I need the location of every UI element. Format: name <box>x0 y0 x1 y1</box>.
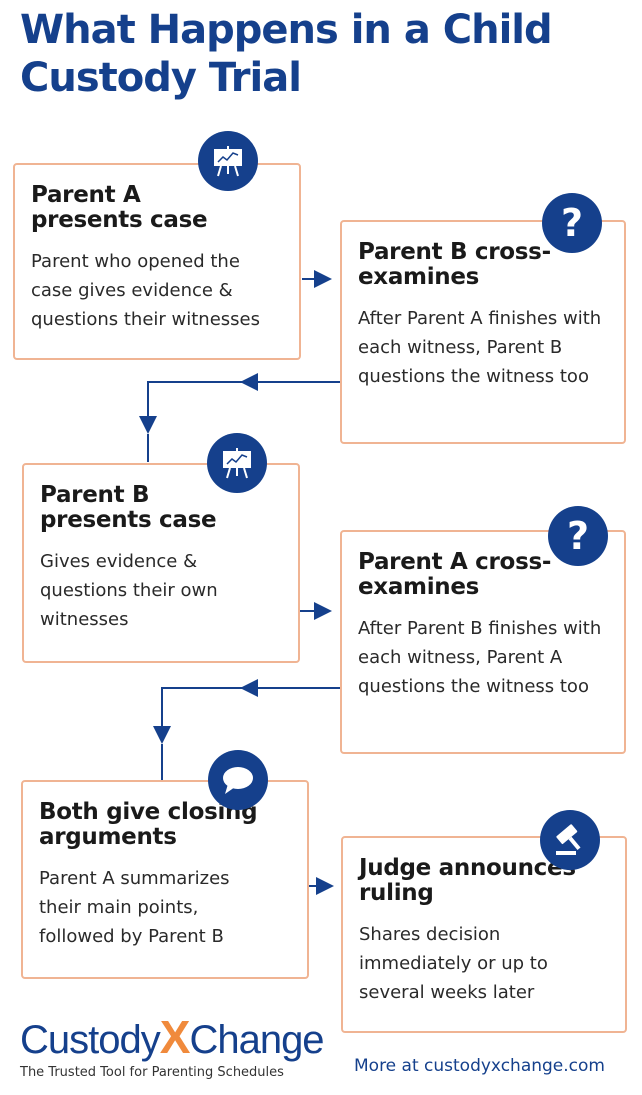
connector-line <box>147 381 340 418</box>
step-body: Parent A summarizes their main points, f… <box>39 868 230 947</box>
connector-arrow <box>316 877 334 895</box>
step-card-parent-a-cross-examines: Parent A cross-examines After Parent B f… <box>340 530 626 754</box>
footer-website-link[interactable]: More at custodyxchange.com <box>354 1056 605 1076</box>
connector-arrow <box>240 373 258 391</box>
step-body: After Parent B finishes with each witnes… <box>358 618 602 697</box>
gavel-icon <box>540 810 600 870</box>
logo-tagline: The Trusted Tool for Parenting Schedules <box>20 1065 284 1080</box>
step-body: Gives evidence & questions their own wit… <box>40 551 218 630</box>
step-card-closing-arguments: Both give closing arguments Parent A sum… <box>21 780 309 979</box>
connector-arrow <box>153 726 171 744</box>
question-mark-icon: ? <box>542 193 602 253</box>
step-body: After Parent A finishes with each witnes… <box>358 308 602 387</box>
step-heading: Parent B cross-examines <box>358 239 551 290</box>
presentation-easel-icon <box>198 131 258 191</box>
step-heading: Parent B presents case <box>40 482 217 533</box>
question-mark-glyph: ? <box>566 514 590 558</box>
step-body: Shares decision immediately or up to sev… <box>359 924 548 1003</box>
logo-x: X <box>159 1011 191 1063</box>
step-card-parent-b-presents: Parent B presents case Gives evidence & … <box>22 463 300 663</box>
step-heading: Parent A cross-examines <box>358 549 552 600</box>
step-heading: Both give closing arguments <box>39 799 258 850</box>
question-mark-icon: ? <box>548 506 608 566</box>
connector-line <box>161 687 340 728</box>
presentation-easel-icon <box>207 433 267 493</box>
step-card-parent-b-cross-examines: Parent B cross-examines After Parent A f… <box>340 220 626 444</box>
connector-arrow <box>139 416 157 434</box>
question-mark-glyph: ? <box>560 201 584 245</box>
logo-change: Change <box>189 1018 324 1062</box>
logo-wordmark: CustodyXChange <box>20 1011 325 1063</box>
step-card-parent-a-presents: Parent A presents case Parent who opened… <box>13 163 301 360</box>
step-card-judge-ruling: Judge announces ruling Shares decision i… <box>341 836 627 1033</box>
page-title: What Happens in a Child Custody Trial <box>20 7 553 101</box>
step-heading: Judge announces ruling <box>359 855 576 906</box>
connector-arrow <box>314 602 332 620</box>
step-heading: Parent A presents case <box>31 182 208 233</box>
custodyxchange-logo: CustodyXChange The Trusted Tool for Pare… <box>20 1011 325 1080</box>
connector-arrow <box>240 679 258 697</box>
speech-bubble-icon <box>208 750 268 810</box>
connector-arrow <box>314 270 332 288</box>
step-body: Parent who opened the case gives evidenc… <box>31 251 260 330</box>
logo-custody: Custody <box>20 1018 161 1062</box>
